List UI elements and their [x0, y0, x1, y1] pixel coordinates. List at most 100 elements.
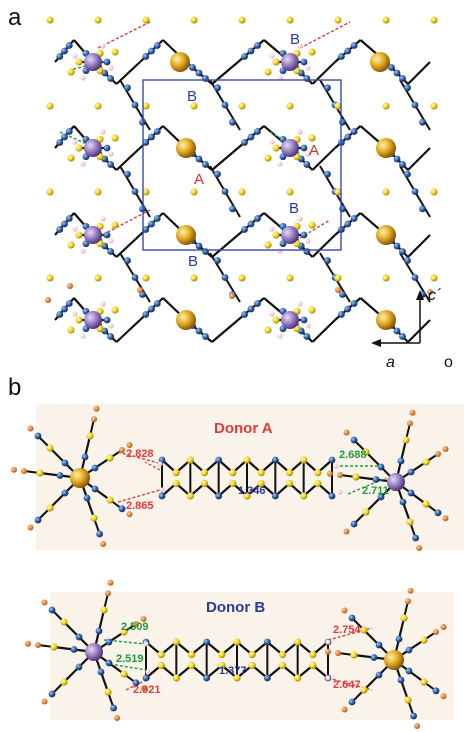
carbon-atom	[48, 690, 56, 698]
carbon-atom	[229, 118, 236, 126]
oxygen-atom	[427, 289, 433, 295]
carbon-atom	[372, 476, 380, 483]
carbon-atom	[118, 505, 126, 513]
bond-line	[407, 234, 431, 258]
metal-atom-purple	[281, 311, 299, 329]
hydrogen-atom	[333, 463, 339, 469]
oxygen-atom	[416, 545, 423, 551]
sulfur-atom	[142, 188, 150, 196]
sulfur-atom	[248, 661, 256, 670]
sulfur-atom	[278, 661, 287, 670]
metal-atom-gold	[370, 52, 390, 72]
oxygen-atom	[25, 640, 31, 647]
sulfur-atom	[272, 316, 280, 324]
carbon-atom	[241, 53, 248, 60]
carbon-atom	[375, 671, 383, 679]
carbon-atom	[61, 489, 69, 497]
sulfur-atom	[186, 492, 194, 500]
carbon-atom	[399, 333, 406, 340]
sulfur-atom	[200, 469, 209, 477]
sulfur-atom	[264, 154, 272, 162]
sulfur-atom	[334, 188, 342, 196]
carbon-atom	[432, 687, 440, 695]
carbon-atom	[254, 128, 261, 135]
carbon-atom	[142, 139, 150, 146]
sulfur-atom	[142, 102, 150, 110]
sulfur-atom	[430, 16, 438, 24]
contact-line	[97, 21, 151, 49]
oxygen-atom	[105, 590, 111, 597]
carbon-atom	[91, 464, 99, 472]
oxygen-atom	[133, 621, 139, 627]
sulfur-atom	[104, 688, 112, 696]
carbon-atom	[195, 69, 203, 77]
donor-b-title: Donor B	[206, 599, 265, 616]
contact-line	[117, 489, 161, 503]
carbon-atom	[247, 133, 255, 141]
oxygen-atom	[440, 693, 447, 700]
sulfur-atom	[243, 492, 251, 500]
sulfur-atom	[46, 188, 54, 196]
carbon-atom	[324, 84, 331, 92]
carbon-atom	[142, 674, 150, 682]
metal-atom-gold	[376, 225, 396, 245]
sulfur-atom	[430, 188, 438, 196]
sulfur-atom	[50, 643, 58, 651]
carbon-atom	[195, 327, 203, 335]
carbon-atom	[254, 215, 261, 222]
sulfur-atom	[90, 514, 98, 522]
carbon-atom	[56, 311, 64, 318]
sulfur-atom	[46, 444, 54, 452]
unit-cell-box	[142, 79, 342, 251]
sulfur-atom	[430, 102, 438, 110]
carbon-atom	[214, 257, 221, 264]
carbon-atom	[65, 215, 73, 222]
carbon-atom	[407, 489, 415, 497]
bond-line	[211, 147, 239, 171]
metal-atom-gold	[376, 138, 396, 158]
sulfur-atom	[190, 102, 198, 110]
sulfur-atom	[360, 686, 368, 694]
carbon-atom	[75, 663, 83, 671]
oxygen-atom	[21, 468, 27, 474]
carbon-atom	[65, 42, 73, 49]
sulfur-atom	[67, 241, 75, 249]
oxygen-atom	[409, 409, 416, 416]
sulfur-atom	[120, 670, 128, 678]
carbon-atom	[189, 64, 196, 71]
sulfur-atom	[264, 241, 272, 249]
carbon-atom	[303, 75, 311, 82]
panel-b-label: b	[8, 374, 22, 401]
carbon-atom	[397, 457, 405, 465]
sulfur-atom	[420, 678, 428, 686]
donor-b-contact-2754: 2.754	[333, 624, 361, 636]
carbon-atom	[148, 305, 155, 313]
axis-label-c: c´	[428, 287, 442, 304]
sulfur-atom	[309, 661, 317, 670]
carbon-atom	[350, 436, 358, 444]
carbon-atom	[434, 509, 442, 517]
carbon-atom	[350, 128, 358, 135]
metal-atom-purple	[84, 139, 102, 157]
hydrogen-atom	[305, 323, 311, 329]
carbon-atom	[107, 333, 115, 340]
sulfur-atom	[67, 154, 75, 162]
carbon-atom	[215, 456, 223, 464]
carbon-atom	[131, 101, 139, 109]
bond-line	[311, 147, 336, 171]
carbon-atom	[202, 248, 209, 255]
carbon-atom	[95, 627, 103, 635]
donor-a-bond-1346: 1.346	[238, 485, 266, 497]
sulfur-atom	[120, 628, 128, 636]
sulfur-atom	[272, 58, 280, 66]
carbon-atom	[221, 274, 229, 281]
carbon-atom	[202, 161, 209, 168]
carbon-atom	[404, 170, 411, 178]
hydrogen-atom	[269, 139, 275, 145]
sulfur-atom	[430, 274, 438, 282]
oxygen-atom	[435, 451, 441, 457]
metal-atom-purple	[281, 226, 299, 244]
hydrogen-atom	[277, 248, 283, 254]
sulfur-atom	[100, 606, 108, 614]
carbon-atom	[103, 58, 111, 66]
